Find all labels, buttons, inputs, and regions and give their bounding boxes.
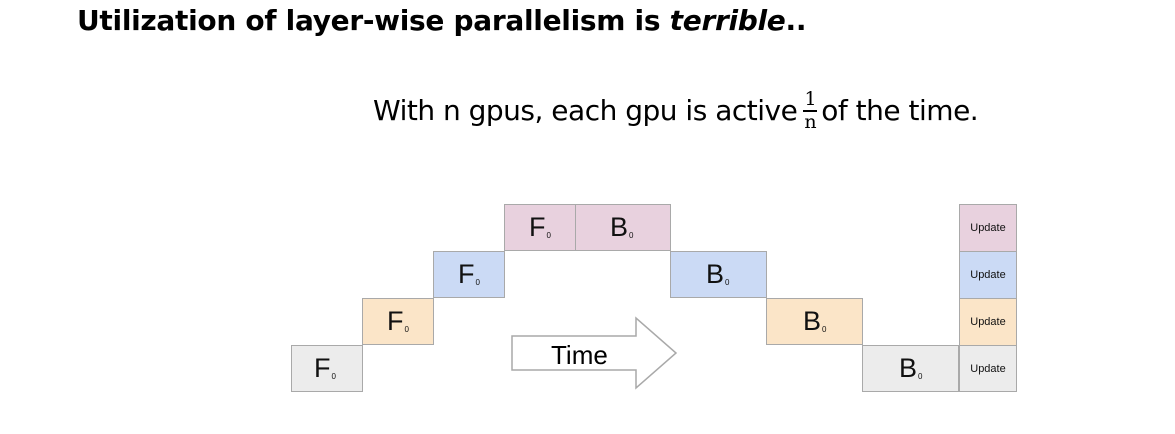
title-tail: .. [785, 4, 807, 37]
update-block-gpu3: Update [959, 204, 1017, 252]
fraction-denominator: n [804, 110, 817, 133]
slide-title: Utilization of layer-wise parallelism is… [77, 4, 806, 37]
forward-label: F [529, 212, 546, 242]
update-block-gpu1: Update [959, 298, 1017, 346]
forward-subscript: 0 [404, 324, 409, 334]
forward-label: F [387, 306, 404, 336]
update-block-gpu0: Update [959, 345, 1017, 392]
title-emphasis: terrible [669, 4, 786, 37]
fraction-bar [803, 110, 818, 112]
update-label: Update [970, 269, 1006, 281]
backward-subscript: 0 [918, 371, 923, 381]
subtitle-before: With n gpus, each gpu is active [373, 94, 798, 128]
backward-label: B [706, 259, 725, 289]
backward-subscript: 0 [822, 324, 827, 334]
update-label: Update [970, 316, 1006, 328]
forward-subscript: 0 [475, 277, 480, 287]
forward-label: F [314, 353, 331, 383]
backward-label: B [610, 212, 629, 242]
forward-label: F [458, 259, 475, 289]
fraction: 1 n [803, 88, 818, 133]
subtitle-after: of the time. [821, 94, 979, 128]
backward-subscript: 0 [629, 230, 634, 240]
time-arrow-icon [511, 316, 678, 390]
time-label: Time [551, 340, 608, 370]
update-label: Update [970, 362, 1006, 375]
update-block-gpu2: Update [959, 251, 1017, 299]
backward-label: B [899, 353, 918, 383]
backward-subscript: 0 [725, 277, 730, 287]
subtitle: With n gpus, each gpu is active 1 n of t… [373, 88, 979, 133]
title-main: Utilization of layer-wise parallelism is [77, 4, 670, 37]
forward-subscript: 0 [331, 371, 336, 381]
fraction-numerator: 1 [804, 88, 817, 110]
forward-subscript: 0 [546, 230, 551, 240]
backward-label: B [803, 306, 822, 336]
update-label: Update [970, 222, 1006, 234]
